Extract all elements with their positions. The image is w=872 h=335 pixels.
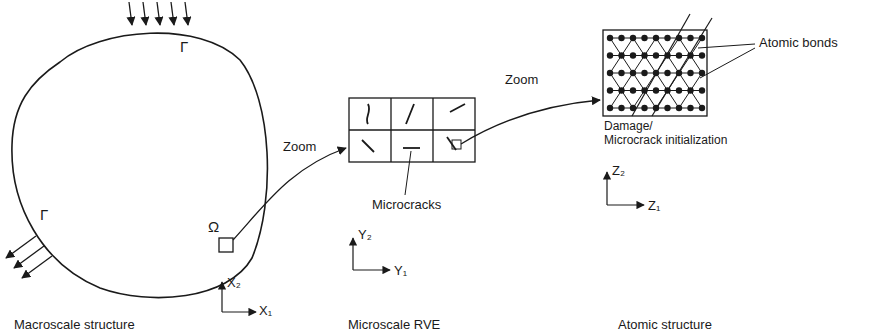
atom <box>687 87 693 93</box>
atom <box>618 70 624 76</box>
atom <box>653 52 659 58</box>
atom <box>618 52 624 58</box>
callout-label: Damage/ Microcrack initialization <box>604 120 727 148</box>
atom <box>699 105 705 111</box>
atom <box>630 70 636 76</box>
traction-arrow <box>22 256 52 278</box>
callout-label: Atomic bonds <box>759 36 838 51</box>
rve-grid <box>349 98 475 162</box>
atom <box>641 105 647 111</box>
callout-label: Microcracks <box>372 198 441 213</box>
atom <box>676 87 682 93</box>
axis-label: X₁ <box>259 304 272 319</box>
leader-line <box>698 44 755 78</box>
atom <box>630 52 636 58</box>
atom <box>699 52 705 58</box>
atom <box>653 35 659 41</box>
boundary-symbol: Γ <box>40 206 48 223</box>
atom <box>618 105 624 111</box>
atom <box>687 70 693 76</box>
lattice-frame <box>603 30 707 116</box>
atom <box>687 35 693 41</box>
atom <box>641 70 647 76</box>
atom <box>687 105 693 111</box>
zoom-arrow <box>461 100 600 144</box>
zoom-label: Zoom <box>505 73 538 88</box>
atom <box>653 87 659 93</box>
atom <box>607 52 613 58</box>
atom <box>607 70 613 76</box>
atom <box>699 87 705 93</box>
atom <box>676 52 682 58</box>
atom <box>607 87 613 93</box>
load-arrow <box>129 2 132 25</box>
axis-label: Z₁ <box>648 199 660 214</box>
atom <box>630 35 636 41</box>
load-arrow <box>157 2 160 25</box>
atom <box>664 35 670 41</box>
atom <box>630 87 636 93</box>
load-arrow <box>185 2 188 25</box>
load-arrow <box>171 2 174 25</box>
atom <box>641 35 647 41</box>
rve-point <box>219 238 233 252</box>
body-outline <box>12 33 268 297</box>
atom <box>664 105 670 111</box>
atom <box>664 70 670 76</box>
atom <box>641 52 647 58</box>
caption-label: Atomic structure <box>618 318 712 333</box>
zoom-label: Zoom <box>283 140 316 155</box>
load-arrow <box>143 2 146 25</box>
leader-line <box>405 151 411 195</box>
atom <box>676 105 682 111</box>
caption-label: Macroscale structure <box>14 318 135 333</box>
load-arrows <box>129 2 188 25</box>
axis-label: Y₁ <box>394 264 407 279</box>
crack-lines <box>632 14 712 116</box>
atom <box>607 35 613 41</box>
caption-label: Microscale RVE <box>348 318 440 333</box>
domain-symbol: Ω <box>208 218 219 235</box>
axis-label: X₂ <box>227 276 241 291</box>
traction-arrows <box>6 236 52 278</box>
atom <box>607 105 613 111</box>
axis-label: Z₂ <box>612 164 625 179</box>
axis-label: Y₂ <box>358 228 372 243</box>
boundary-symbol: Γ <box>180 38 188 55</box>
axes <box>222 172 644 312</box>
atom <box>618 35 624 41</box>
atom <box>618 87 624 93</box>
microcracks <box>362 104 465 152</box>
zoom-arrow <box>233 148 346 240</box>
